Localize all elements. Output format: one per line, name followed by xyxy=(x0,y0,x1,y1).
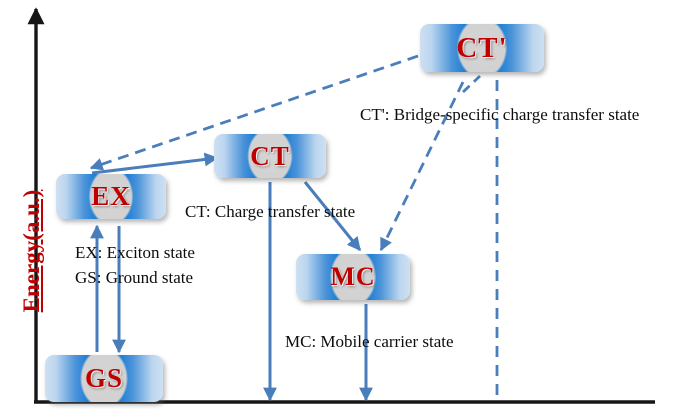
state-box-mc[interactable]: MC xyxy=(296,254,410,300)
state-box-ct[interactable]: CT xyxy=(214,134,326,178)
state-box-gs[interactable]: GS xyxy=(45,355,163,402)
caption-ct-prime: CT': Bridge-specific charge transfer sta… xyxy=(360,105,640,124)
state-label-ex: EX xyxy=(91,181,131,211)
caption-gs: GS: Ground state xyxy=(75,268,194,287)
arrow-ex-to-ct xyxy=(91,152,219,175)
arrow-ctprime-to-ex xyxy=(89,54,419,171)
arrow-ct-to-mc xyxy=(303,181,362,252)
caption-ct: CT: Charge transfer state xyxy=(185,202,356,221)
arrow-ctprime-to-mc xyxy=(379,81,465,252)
state-box-ex[interactable]: EX xyxy=(56,174,166,219)
y-axis-title: Energy(a.u.) xyxy=(19,189,44,313)
state-label-ct: CT xyxy=(250,140,290,171)
state-box-ct-prime[interactable]: CT' xyxy=(420,24,544,72)
state-label-gs: GS xyxy=(84,363,124,393)
arrow-stub-ctprime xyxy=(462,74,481,94)
caption-mc: MC: Mobile carrier state xyxy=(285,332,454,351)
state-label-ct-prime: CT' xyxy=(456,31,508,64)
caption-ex: EX: Exciton state xyxy=(75,243,195,262)
state-label-mc: MC xyxy=(330,262,376,291)
